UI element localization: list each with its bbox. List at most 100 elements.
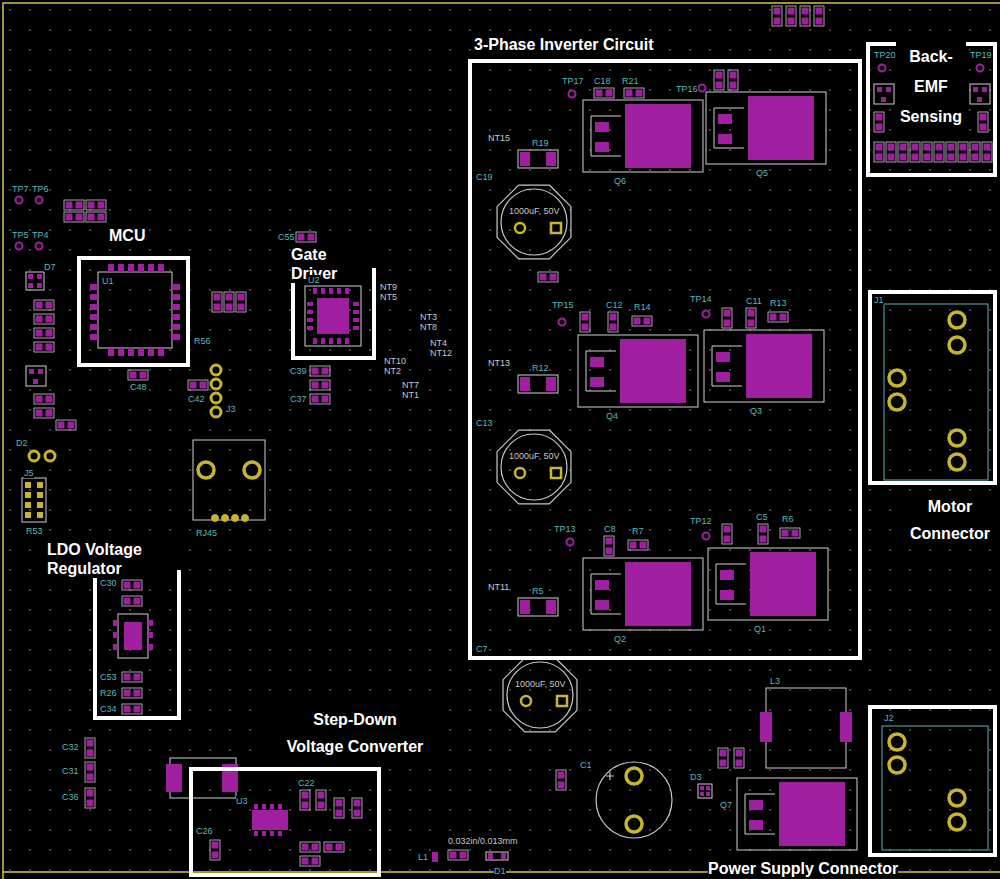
annotation-box: 3-Phase Inverter Circuit [468,59,862,660]
silkscreen-label: L1 [418,852,428,862]
smd-part [85,788,95,808]
silkscreen-label: C30 [100,578,117,588]
silkscreen-label: TP14 [690,294,712,304]
through-hole [949,790,965,806]
silkscreen-label: R56 [194,336,211,346]
capacitor-footprint [497,185,571,259]
test-point [703,533,710,540]
annotation-box: Back- EMF Sensing [866,42,997,177]
silkscreen-label: C37 [290,394,307,404]
test-point [569,91,576,98]
through-hole [626,768,642,784]
diode-pads [28,274,42,288]
smd-part [316,790,326,810]
smd-part [982,142,992,162]
silkscreen-label: C7 [476,644,488,654]
inductor-outline [766,688,846,768]
silkscreen-label: U1 [102,276,114,286]
smd-part [786,6,796,26]
silkscreen-label: C1 [580,760,592,770]
annotation-box: Step-Down Voltage Converter [189,767,381,877]
silkscreen-label: TP16 [676,84,698,94]
polarity-mark [606,772,614,780]
inductor-pad [840,712,852,742]
smd-part [34,342,54,352]
smd-part [448,850,468,860]
test-point [567,539,574,546]
rj45-pins [211,514,249,522]
rj45-outline [193,440,265,520]
smd-part [594,88,614,98]
silkscreen-label: C55 [278,232,295,242]
smd-part [728,70,738,90]
smd-part [758,524,768,544]
smd-part [122,596,142,606]
through-hole [889,757,905,773]
smd-part [122,688,142,698]
silkscreen-label: NT1 [402,390,419,400]
mcu-footprint [98,272,172,348]
smd-part [352,798,362,818]
smd-part [300,856,320,866]
smd-part [34,408,54,418]
group-label: Back- EMF Sensing [896,42,966,132]
smd-part [210,840,220,860]
smd-part [56,420,76,430]
resistor-footprint [518,150,558,168]
silkscreen-label: NT4 [430,338,447,348]
smd-part [624,88,644,98]
silkscreen-label: R7 [632,526,644,536]
silkscreen-label: NT10 [384,356,406,366]
smd-part [224,292,234,312]
mosfet-footprint [578,335,698,407]
through-hole [949,312,965,328]
smd-part [632,316,652,326]
silkscreen-label: Q3 [750,406,762,416]
silkscreen-label: C13 [476,418,493,428]
silkscreen-label: C8 [604,524,616,534]
through-hole [949,337,965,353]
silkscreen-label: TP4 [32,230,49,240]
silkscreen-label: L3 [770,676,780,686]
smd-part [608,312,618,332]
resistor-footprint [518,598,558,616]
resistor-footprint [518,375,558,393]
group-label: LDO Voltage Regulator [47,540,177,578]
silkscreen-label: D2 [16,438,28,448]
inductor-pad [166,764,182,792]
smd-part [734,748,744,768]
silkscreen-label: D1 [494,866,506,876]
test-point [699,85,706,92]
silkscreen-label: TP13 [554,524,576,534]
silkscreen-label: TP12 [690,516,712,526]
smd-part [236,292,246,312]
test-point [559,319,566,326]
silkscreen-label: Q2 [614,634,626,644]
smd-part [122,672,142,682]
silkscreen-label: R26 [100,688,117,698]
silkscreen-label: NT5 [380,292,397,302]
smd-part [970,142,980,162]
silkscreen-label: NT12 [430,348,452,358]
silkscreen-label: C42 [188,394,205,404]
smd-part [34,394,54,404]
silkscreen-label: RJ45 [196,528,217,538]
smd-part [122,580,142,590]
connector-outline [884,304,988,480]
smd-part [722,524,732,544]
diode-pads [700,786,710,796]
smd-part [628,540,648,550]
diode-footprint [26,272,44,290]
silkscreen-label: J5 [24,468,34,478]
smd-part [814,6,824,26]
through-hole [889,394,905,410]
smd-part [86,200,106,210]
mosfet-footprint [706,92,826,164]
smd-part [86,212,106,222]
silkscreen-label: C36 [62,792,79,802]
smd-part [910,142,920,162]
silkscreen-label: C34 [100,704,117,714]
header-pins [25,482,43,518]
smd-part [898,142,908,162]
